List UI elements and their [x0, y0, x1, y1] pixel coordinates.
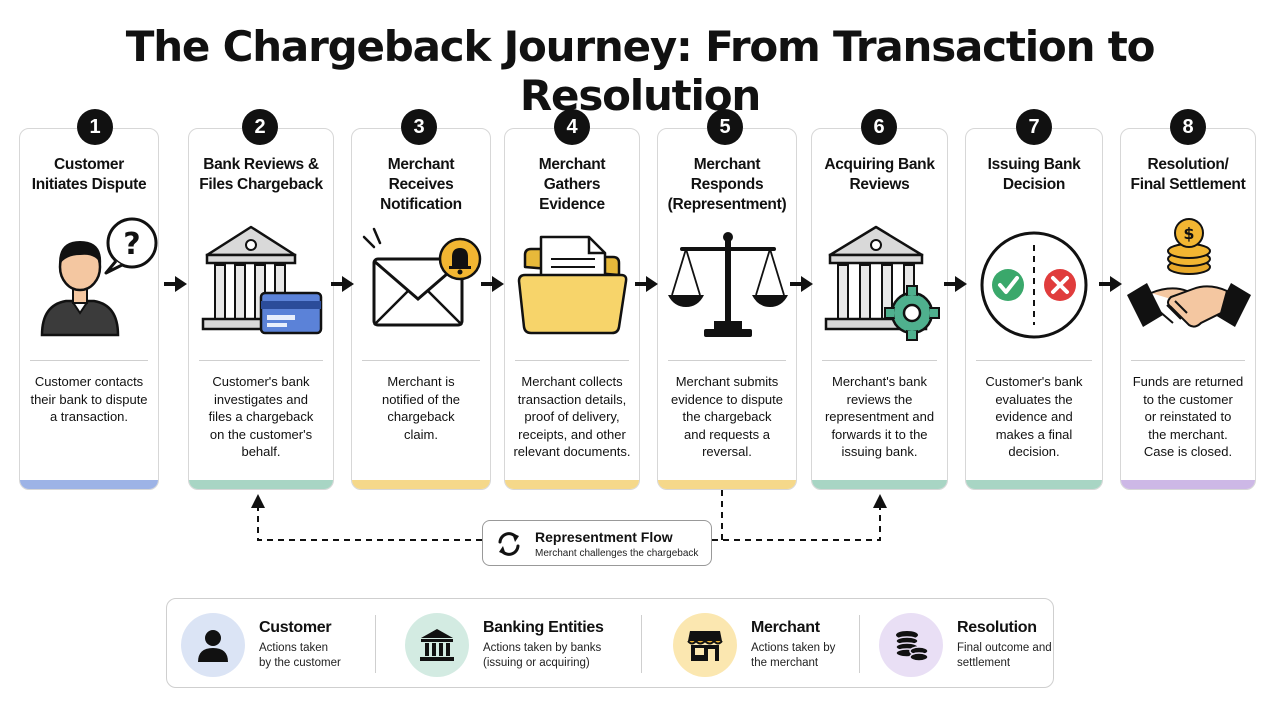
step-number-badge: 8: [1170, 109, 1206, 145]
arrow-right-icon: [635, 276, 658, 292]
arrow-right-icon: [164, 276, 187, 292]
legend-item-banking: Banking Entities Actions taken by banks …: [405, 613, 625, 677]
step-card-6: Acquiring Bank Reviews Merchant's bank r…: [811, 128, 948, 490]
step-number-badge: 6: [861, 109, 897, 145]
legend-item-resolution: Resolution Final outcome and settlement: [879, 613, 1099, 677]
step-number-badge: 4: [554, 109, 590, 145]
legend-item-merchant: Merchant Actions taken by the merchant: [673, 613, 893, 677]
coins-icon: [895, 631, 929, 662]
bank-gear-icon: [824, 225, 940, 341]
legend: Customer Actions taken by the customer B…: [166, 598, 1054, 688]
folder-documents-icon: [517, 235, 628, 335]
step-description: Funds are returned to the customer or re…: [1132, 374, 1244, 459]
step-title: Merchant Gathers Evidence: [538, 156, 606, 213]
step-card-7: Issuing Bank Decision Customer's bank ev…: [965, 128, 1103, 490]
customer-question-icon: ?: [40, 217, 158, 337]
legend-title: Merchant: [751, 619, 820, 636]
legend-title: Resolution: [957, 619, 1037, 636]
legend-title: Banking Entities: [483, 619, 604, 636]
legend-item-customer: Customer Actions taken by the customer: [181, 613, 401, 677]
legend-description: Actions taken by the merchant: [751, 642, 836, 669]
step-title: Acquiring Bank Reviews: [824, 156, 935, 193]
legend-description: Actions taken by the customer: [259, 642, 341, 669]
legend-title: Customer: [259, 619, 332, 636]
category-bar: [20, 480, 158, 489]
step-description: Merchant is notified of the chargeback c…: [381, 374, 461, 442]
representment-flow-lines: [251, 490, 887, 541]
category-bar: [812, 480, 947, 489]
refresh-cycle-icon: [498, 532, 520, 556]
step-title: Merchant Receives Notification: [380, 156, 462, 213]
step-card-2: Bank Reviews & Files Chargeback Customer…: [188, 128, 334, 490]
bank-card-icon: [201, 225, 323, 335]
flow-title: Representment Flow: [535, 529, 673, 545]
step-title: Customer Initiates Dispute: [31, 156, 147, 193]
person-icon: [198, 630, 228, 662]
arrow-right-icon: [331, 276, 354, 292]
arrow-right-icon: [944, 276, 967, 292]
legend-description: Final outcome and settlement: [957, 642, 1052, 669]
step-number-badge: 2: [242, 109, 278, 145]
step-card-1: Customer Initiates Dispute ? Customer co…: [19, 128, 159, 490]
representment-flow-box: Representment Flow Merchant challenges t…: [482, 520, 712, 566]
diagram-title: The Chargeback Journey: From Transaction…: [125, 22, 1156, 120]
step-description: Customer's bank evaluates the evidence a…: [985, 374, 1083, 459]
step-description: Customer contacts their bank to dispute …: [30, 374, 148, 424]
step-description: Merchant's bank reviews the representmen…: [824, 374, 935, 459]
step-card-5: Merchant Responds (Representment) Mercha…: [657, 128, 797, 490]
category-bar: [505, 480, 639, 489]
step-title: Resolution/ Final Settlement: [1130, 156, 1246, 193]
category-bar: [189, 480, 333, 489]
category-bar: [966, 480, 1102, 489]
step-title: Issuing Bank Decision: [987, 156, 1081, 193]
flow-subtitle: Merchant challenges the chargeback: [535, 548, 699, 559]
category-bar: [352, 480, 490, 489]
decision-check-x-icon: [980, 231, 1088, 339]
step-card-8: Resolution/ Final Settlement $ Funds are…: [1120, 128, 1256, 490]
category-bar: [658, 480, 796, 489]
step-description: Merchant collects transaction details, p…: [513, 374, 631, 459]
svg-text:?: ?: [123, 227, 140, 262]
step-number-badge: 5: [707, 109, 743, 145]
step-title: Bank Reviews & Files Chargeback: [199, 156, 323, 193]
envelope-bell-icon: [362, 227, 482, 327]
step-number-badge: 3: [401, 109, 437, 145]
arrow-right-icon: [790, 276, 813, 292]
arrow-right-icon: [481, 276, 504, 292]
arrow-right-icon: [1099, 276, 1122, 292]
step-number-badge: 7: [1016, 109, 1052, 145]
storefront-icon: [687, 631, 723, 661]
legend-description: Actions taken by banks (issuing or acqui…: [483, 642, 602, 669]
bank-icon: [420, 629, 454, 661]
step-title: Merchant Responds (Representment): [667, 156, 787, 213]
step-description: Merchant submits evidence to dispute the…: [670, 374, 784, 459]
scales-icon: [668, 232, 788, 337]
step-description: Customer's bank investigates and files a…: [208, 374, 314, 459]
step-card-4: Merchant Gathers Evidence Merchant colle…: [504, 128, 640, 490]
svg-text:$: $: [1183, 224, 1194, 243]
step-card-3: Merchant Receives Notification Merchant …: [351, 128, 491, 490]
handshake-coins-icon: $: [1127, 218, 1251, 328]
category-bar: [1121, 480, 1255, 489]
step-number-badge: 1: [77, 109, 113, 145]
